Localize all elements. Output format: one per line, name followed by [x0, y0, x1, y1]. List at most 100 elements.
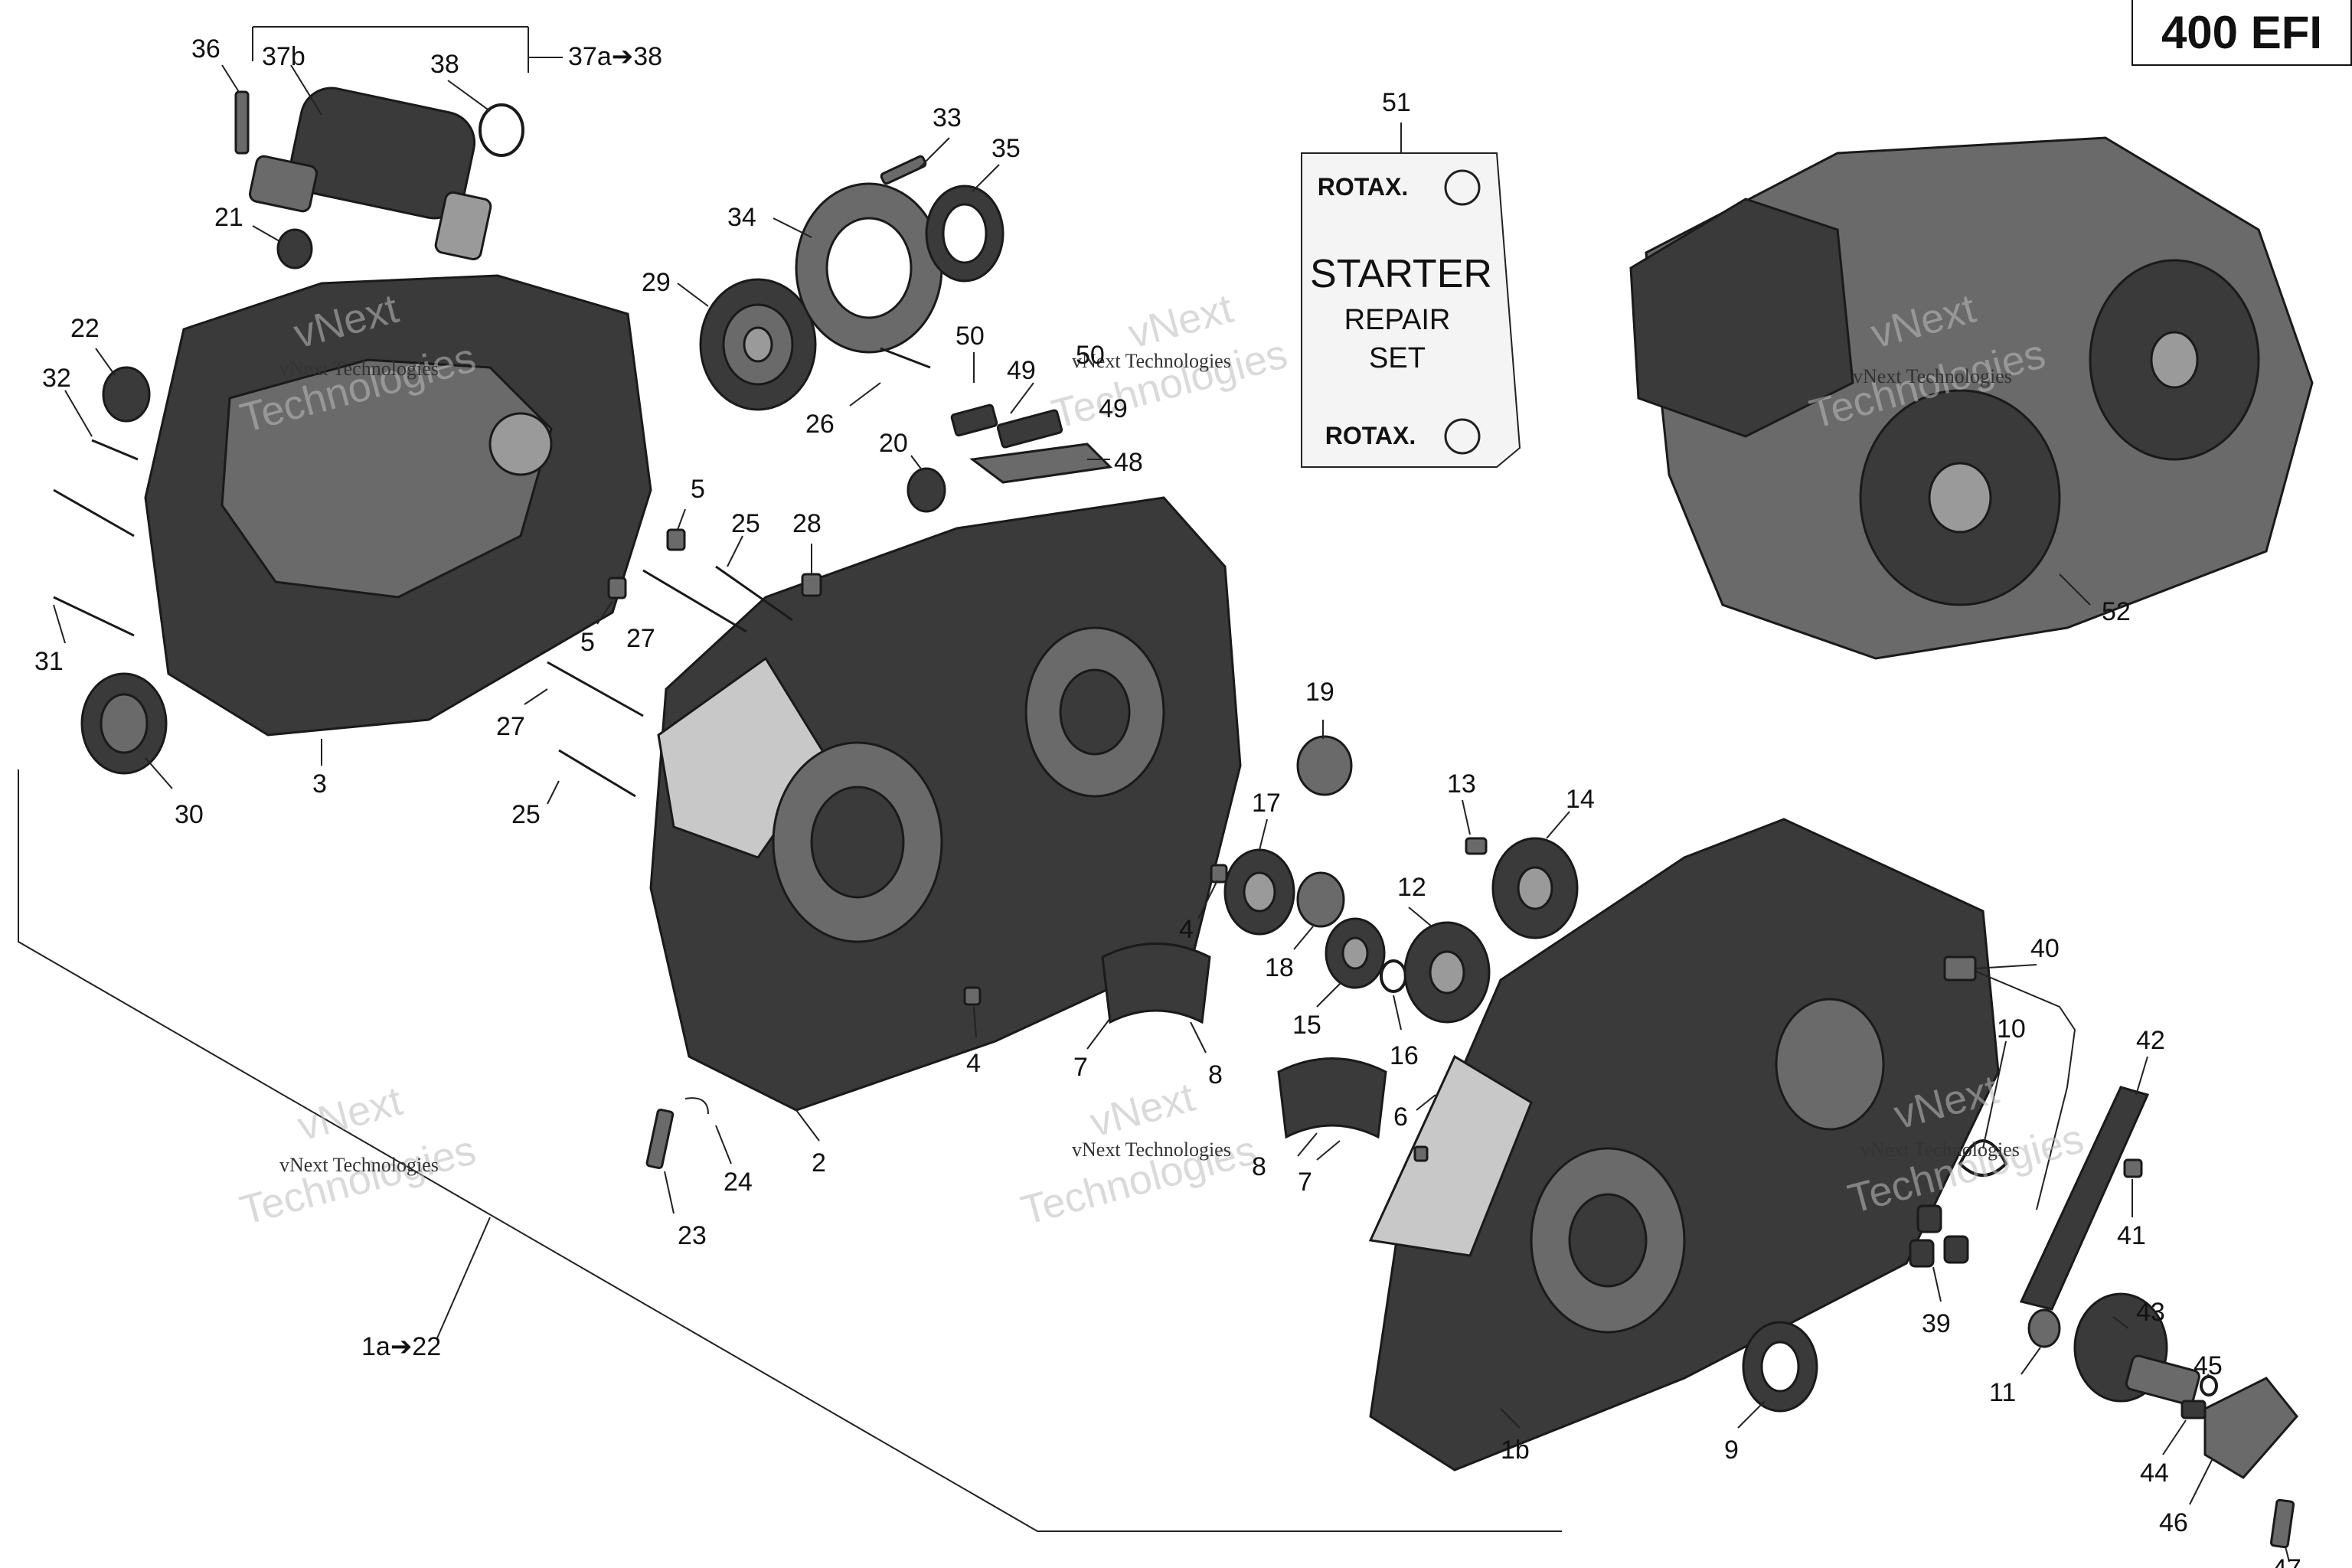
callout-10: 10: [1997, 1014, 2026, 1044]
callout-30: 30: [175, 800, 204, 829]
card-line1: STARTER: [1310, 252, 1492, 296]
seal-9: [1742, 1321, 1818, 1413]
callout-50-right: 50: [1076, 341, 1105, 370]
callout-1a-22: 1a➔22: [361, 1332, 441, 1361]
callout-18: 18: [1265, 953, 1294, 982]
watermark-small-2: vNext Technologies: [1072, 350, 1231, 372]
callout-22: 22: [70, 314, 100, 343]
callout-3: 3: [312, 769, 327, 799]
starter-repair-set-card: ROTAX. STARTER REPAIR SET ROTAX.: [1301, 152, 1521, 468]
gasket-42: [2019, 1086, 2150, 1311]
starter-motor: [248, 87, 492, 261]
bolt-28: [801, 573, 822, 597]
bushing-19: [1296, 735, 1353, 796]
bearing-15: [1325, 917, 1386, 989]
dowel-6: [1413, 1145, 1429, 1162]
callout-46: 46: [2159, 1508, 2188, 1537]
callout-6: 6: [1393, 1102, 1408, 1132]
screws-39: [1909, 1204, 1969, 1268]
callout-4-left: 4: [966, 1049, 981, 1078]
card-line2: REPAIR: [1344, 304, 1451, 336]
callout-37b: 37b: [262, 42, 305, 71]
callout-14: 14: [1566, 785, 1595, 814]
callout-5-top: 5: [691, 475, 705, 504]
card-line3: SET: [1369, 342, 1426, 374]
model-badge: 400 EFI: [2132, 0, 2352, 66]
washer-45: [2200, 1375, 2218, 1396]
bolt-47: [2269, 1498, 2295, 1549]
callout-11: 11: [1989, 1378, 2016, 1407]
callout-17: 17: [1252, 789, 1281, 818]
callout-8-right: 8: [1252, 1152, 1266, 1181]
watermark-small-5: vNext Technologies: [1072, 1138, 1231, 1161]
bolt-33: [880, 155, 927, 185]
bearing-17: [1223, 848, 1295, 936]
crankcase-2: [649, 496, 1242, 1112]
seal-35: [925, 185, 1004, 283]
callout-19: 19: [1305, 678, 1334, 707]
watermark-big-4a: vNext: [293, 1078, 407, 1150]
callout-40: 40: [2030, 934, 2060, 963]
sensor-40: [1943, 956, 2076, 1210]
callout-44: 44: [2140, 1459, 2169, 1488]
starter-drive-43: [2073, 1292, 2200, 1406]
magnet-10: [1958, 1139, 2008, 1177]
bolt-41: [2123, 1158, 2143, 1178]
callout-38: 38: [430, 50, 459, 79]
bolt-23: [645, 1108, 675, 1170]
dowel-pins-4: [963, 864, 1228, 1006]
assembly-bracket: [18, 26, 1562, 1532]
callout-28: 28: [792, 509, 822, 538]
callout-41: 41: [2117, 1221, 2146, 1250]
callout-13: 13: [1447, 769, 1476, 799]
dowel-pins-5: [607, 528, 686, 599]
clips-49-50: [950, 403, 1063, 449]
callout-27-right: 27: [626, 624, 655, 653]
bearing-12: [1403, 921, 1491, 1024]
callout-51: 51: [1382, 88, 1411, 117]
callout-25-left: 25: [511, 800, 541, 829]
callout-1b: 1b: [1501, 1436, 1530, 1465]
callout-23: 23: [678, 1221, 707, 1250]
bearing-30: [80, 672, 168, 775]
callout-45: 45: [2194, 1351, 2223, 1380]
callout-labels: 36 37b 38 37a➔38 21 22 32 31 30 3 33 35 …: [34, 34, 2301, 1568]
bolt-13: [1465, 837, 1488, 855]
callout-12: 12: [1397, 873, 1426, 902]
callout-42: 42: [2136, 1026, 2165, 1055]
callout-5-bottom: 5: [580, 628, 595, 657]
bearing-14: [1491, 837, 1579, 939]
crankcase-cover-3: [144, 274, 652, 737]
watermark-big-5a: vNext: [1086, 1074, 1200, 1146]
crankcase-1b: [1368, 818, 2000, 1472]
watermark-small-1: vNext Technologies: [279, 358, 439, 380]
bolt-26: [880, 347, 931, 369]
callout-15: 15: [1292, 1011, 1321, 1040]
callout-27-left: 27: [496, 712, 525, 741]
seal-22: [102, 366, 151, 423]
callout-2: 2: [812, 1148, 826, 1178]
callout-34: 34: [727, 203, 756, 232]
bolt-36: [234, 90, 250, 155]
seal-20: [906, 467, 946, 513]
callout-16: 16: [1390, 1041, 1419, 1070]
ring-16: [1380, 959, 1407, 993]
callout-8-left: 8: [1208, 1060, 1223, 1089]
cover-46: [2203, 1377, 2298, 1479]
callout-7-right: 7: [1298, 1168, 1312, 1197]
watermark-big-4b: Technologies: [236, 1127, 481, 1234]
callout-4-right: 4: [1179, 915, 1194, 944]
callout-21: 21: [214, 203, 243, 232]
callout-36: 36: [191, 34, 220, 64]
callout-9: 9: [1724, 1436, 1739, 1465]
callout-39: 39: [1922, 1309, 1951, 1338]
bushing-18: [1296, 871, 1345, 928]
o-ring-38: [479, 103, 524, 157]
watermark-small-6: vNext Technologies: [1860, 1138, 2020, 1161]
callout-26: 26: [805, 410, 835, 439]
callout-50-left: 50: [956, 322, 985, 351]
callout-49-left: 49: [1007, 356, 1036, 385]
leader-lines: [53, 64, 2290, 1563]
callout-47: 47: [2272, 1554, 2301, 1568]
